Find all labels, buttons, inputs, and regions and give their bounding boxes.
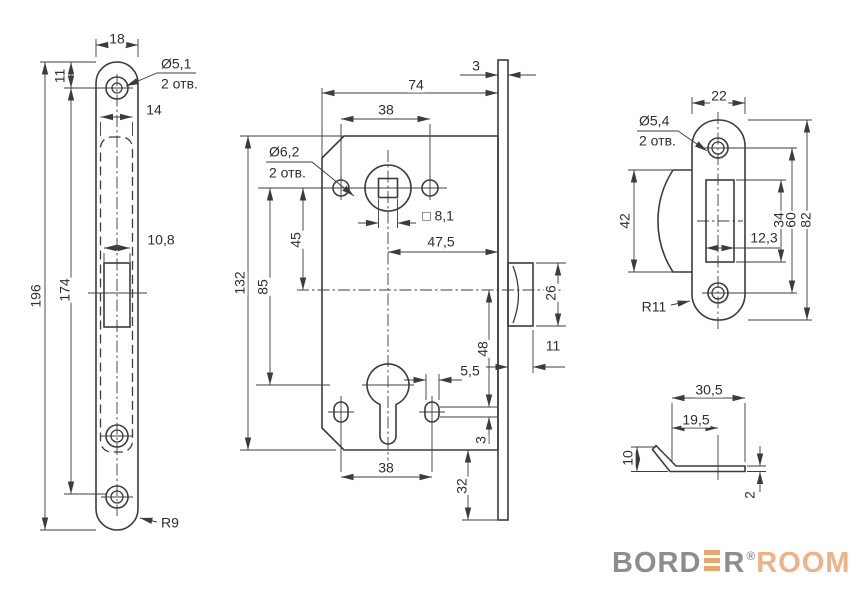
strike-flange xyxy=(657,169,692,273)
dim-body-spindle-to-cylinder: 85 xyxy=(254,278,271,296)
note-strike-radius: R11 xyxy=(640,298,668,315)
faceplate-hidden-outline xyxy=(99,136,134,453)
latch-bolt xyxy=(507,262,534,327)
dim-strike-hole-spacing: 60 xyxy=(782,211,799,229)
dim-faceplate-hole-offset: 11 xyxy=(51,67,68,85)
latch-bolt-bevel xyxy=(512,265,520,324)
dim-strike-flange-height: 42 xyxy=(616,212,633,230)
brand-logo: BORD R®ROOM xyxy=(612,549,850,581)
dim-body-depth: 74 xyxy=(407,76,425,93)
dim-latch-height: 26 xyxy=(542,284,559,302)
logo-text-r: R xyxy=(723,547,746,579)
dim-body-latch-to-slot: 48 xyxy=(474,340,491,358)
lock-body-view xyxy=(240,59,566,521)
dim-body-square: □ 8,1 xyxy=(421,207,455,224)
dim-body-slot-edge: 3 xyxy=(472,435,489,445)
strike-profile-outline xyxy=(651,444,746,473)
strike-plate-view xyxy=(628,97,812,330)
dim-faceplate-width: 18 xyxy=(108,30,126,47)
logo-text-bord: BORD xyxy=(612,547,702,579)
note-body-hole-dia: Ø6,2 xyxy=(269,143,300,160)
note-faceplate-hole-qty: 2 отв. xyxy=(161,75,198,92)
dim-strike-height: 82 xyxy=(797,211,814,229)
note-strike-hole-dia: Ø5,4 xyxy=(639,112,670,129)
faceplate-outline xyxy=(95,61,139,531)
dim-faceplate-inner-width: 14 xyxy=(145,101,163,118)
dim-strike-width: 22 xyxy=(710,87,728,104)
dim-faceplate-height: 196 xyxy=(27,283,44,309)
logo-e-icon xyxy=(704,550,721,571)
dim-profile-length: 30,5 xyxy=(694,381,724,398)
note-strike-hole-qty: 2 отв. xyxy=(639,132,676,149)
dim-body-face-thickness: 3 xyxy=(471,57,481,74)
dim-profile-bend-offset: 19,5 xyxy=(681,411,711,428)
leader-faceplate-hole xyxy=(125,72,196,87)
leader-strike-radius xyxy=(670,300,691,307)
leader-body-holes xyxy=(266,161,355,197)
dim-body-top-hole-spacing: 38 xyxy=(377,101,395,118)
dim-faceplate-latch-width: 10,8 xyxy=(146,231,176,248)
dim-profile-thickness: 2 xyxy=(741,490,758,500)
dim-body-face-extension: 32 xyxy=(453,477,470,495)
dim-body-spindle-to-latch: 45 xyxy=(287,231,304,249)
registered-trademark-icon: ® xyxy=(746,549,756,563)
strike-profile-view xyxy=(631,394,766,492)
dim-body-slot-width: 5,5 xyxy=(459,362,481,379)
logo-text-room: ROOM xyxy=(756,547,851,579)
dim-body-bottom-hole-spacing: 38 xyxy=(377,459,395,476)
faceplate-front-view xyxy=(40,39,196,531)
dim-latch-protrusion: 11 xyxy=(544,337,562,354)
dim-body-backset: 47,5 xyxy=(426,233,456,250)
note-faceplate-hole-dia: Ø5,1 xyxy=(161,55,192,72)
note-faceplate-radius: R9 xyxy=(160,514,180,531)
leader-strike-holes xyxy=(637,130,708,152)
leader-faceplate-radius xyxy=(139,517,158,524)
dim-profile-lip-height: 10 xyxy=(619,449,636,467)
dim-faceplate-hole-spacing: 174 xyxy=(56,277,73,303)
dim-body-height: 132 xyxy=(231,270,248,296)
dim-strike-opening-width: 12,3 xyxy=(749,229,779,246)
strike-outline xyxy=(691,119,746,321)
note-body-hole-qty: 2 отв. xyxy=(269,164,306,181)
